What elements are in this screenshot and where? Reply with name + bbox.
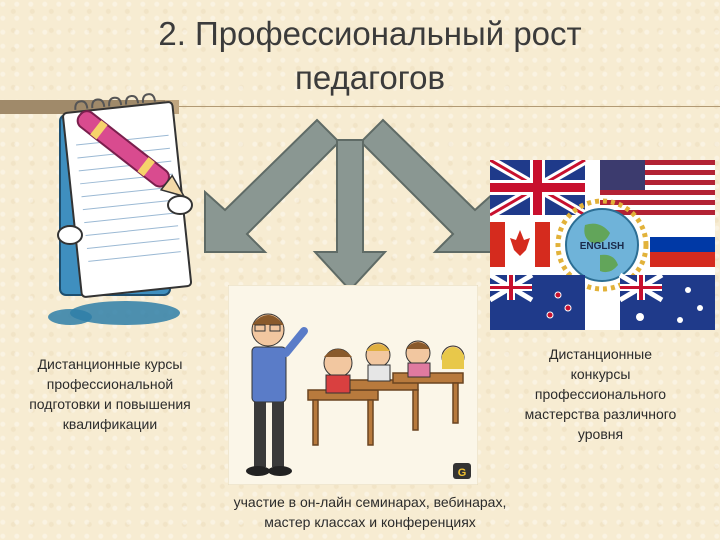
nz-flag	[490, 272, 585, 330]
notebook-illustration	[30, 85, 205, 335]
badge-letter: G	[458, 467, 467, 479]
students	[323, 340, 465, 394]
globe-label: ENGLISH	[580, 241, 624, 252]
flags-globe-image: ENGLISH	[490, 160, 715, 330]
caption-online-seminars: участие в он-лайн семинарах, вебинарах, …	[233, 494, 507, 530]
arrow-down	[312, 139, 388, 292]
branch-arrows	[204, 118, 496, 292]
caption-distance-contests: Дистанционные конкурсы профессионального…	[524, 346, 677, 442]
classroom-illustration: G	[228, 285, 478, 485]
australia-flag	[618, 272, 715, 330]
slide-title: 2. Профессиональный рост педагогов	[158, 15, 582, 96]
teacher	[246, 313, 308, 476]
caption-distance-courses: Дистанционные курсы профессиональной под…	[29, 356, 191, 432]
publisher-badge: G	[453, 463, 471, 479]
arrow-left	[204, 118, 341, 253]
divider-line	[0, 106, 720, 107]
arrow-right	[359, 118, 496, 253]
russia-flag	[650, 222, 715, 267]
globe-icon: ENGLISH	[555, 198, 649, 292]
canada-flag	[490, 222, 550, 267]
usa-flag	[600, 160, 715, 215]
uk-flag	[490, 160, 588, 219]
